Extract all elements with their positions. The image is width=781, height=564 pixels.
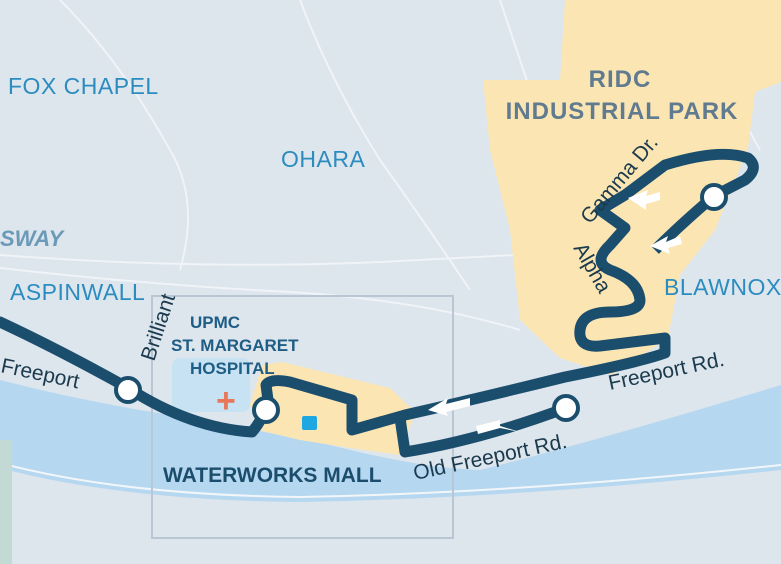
- stop-ridc[interactable]: [700, 183, 728, 211]
- place-label-upmc: UPMC: [190, 313, 240, 332]
- area-label-sway: SWAY: [0, 226, 65, 251]
- area-label-aspinwall: ASPINWALL: [10, 279, 145, 305]
- place-label-st-margaret: ST. MARGARET: [171, 336, 299, 355]
- area-label-industrial-park: INDUSTRIAL PARK: [506, 98, 739, 125]
- area-label-blawnox: BLAWNOX: [664, 274, 781, 300]
- mall-marker-icon: [302, 416, 317, 430]
- stop-brilliant[interactable]: [114, 376, 142, 404]
- river-shore-line: [0, 462, 781, 499]
- river-bank: [0, 468, 781, 564]
- left-edge-strip: [0, 440, 12, 564]
- arrow-icon: [428, 398, 470, 416]
- bus-route-line: [0, 148, 759, 438]
- stop-waterworks[interactable]: [252, 396, 280, 424]
- area-label-fox-chapel: FOX CHAPEL: [8, 73, 159, 99]
- area-label-ohara: OHARA: [281, 146, 365, 172]
- stop-old-freeport[interactable]: [552, 394, 580, 422]
- direction-arrows: [428, 190, 682, 434]
- place-label-hospital: HOSPITAL: [190, 359, 275, 378]
- detail-frame: [151, 295, 454, 539]
- hospital-area: [172, 358, 250, 412]
- area-label-ridc: RIDC: [589, 66, 652, 93]
- place-label-waterworks-mall: WATERWORKS MALL: [163, 464, 382, 487]
- arrow-icon: [628, 190, 660, 210]
- old-freeport-loop: [394, 402, 568, 458]
- arrow-icon: [650, 236, 682, 254]
- bus-stops: [114, 183, 728, 424]
- hospital-cross-icon: +: [216, 382, 236, 420]
- arrow-icon: [476, 420, 520, 434]
- svg-text:+: +: [216, 382, 236, 420]
